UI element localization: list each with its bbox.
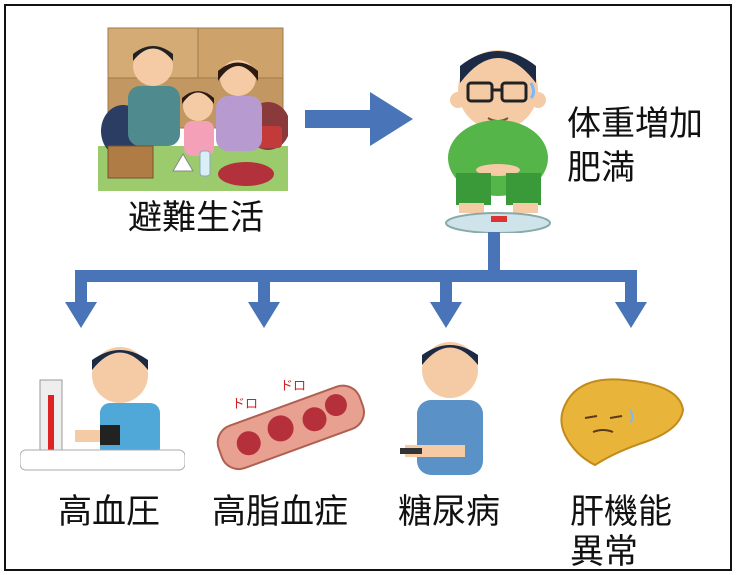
label-evacuation-life: 避難生活: [128, 198, 264, 238]
right-arrow: [305, 90, 415, 150]
label-hypertension: 高血圧: [58, 492, 160, 532]
branching-arrows: [0, 232, 738, 332]
label-liver-dysfunction-line2: 異常: [570, 532, 638, 572]
evacuation-family-illustration: [98, 26, 288, 191]
blood-pressure-measurement-illustration: [20, 335, 185, 475]
liver-illustration: [555, 370, 690, 470]
label-hyperlipidemia: 高脂血症: [212, 492, 348, 532]
obese-person-on-scale-illustration: [436, 28, 566, 233]
insulin-injection-illustration: [395, 330, 505, 480]
vessel-text-2: ドロ: [280, 379, 306, 394]
label-diabetes: 糖尿病: [398, 492, 500, 532]
vessel-text-1: ドロ: [232, 397, 258, 412]
label-obesity: 肥満: [567, 148, 635, 188]
label-weight-gain: 体重増加: [567, 104, 703, 144]
clogged-blood-vessel-illustration: ドロ ドロ: [210, 370, 370, 475]
label-liver-dysfunction-line1: 肝機能: [570, 492, 672, 532]
